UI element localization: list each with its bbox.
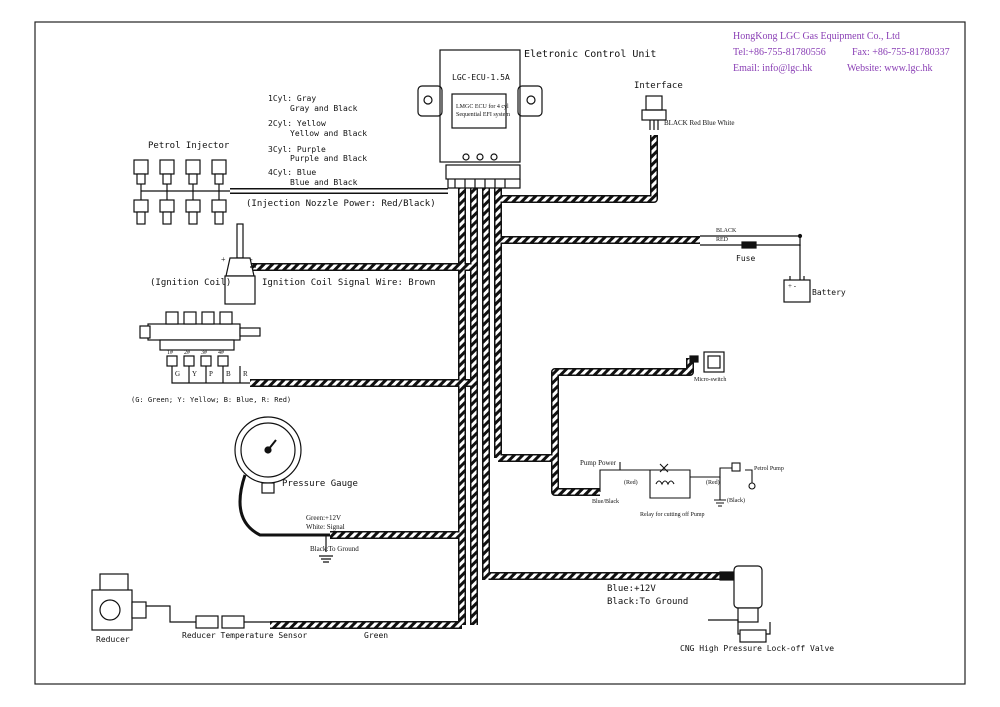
company-name: HongKong LGC Gas Equipment Co., Ltd <box>733 31 900 42</box>
nozzle-2: 2# <box>184 350 190 356</box>
cng-black-wire: Black:To Ground <box>607 597 689 607</box>
nozzle-1: 1# <box>167 350 173 356</box>
battery-label: Battery <box>812 288 846 297</box>
wire-harness <box>230 135 720 629</box>
wire-letter-y: Y <box>192 370 198 378</box>
gauge-black-wire: Black:To Ground <box>310 545 359 553</box>
pump-blue-black-label: Blue/Black <box>592 499 619 505</box>
ecu-sticker-line1: LMGC ECU for 4 cyl <box>456 104 509 110</box>
wire-letter-p: P <box>209 370 213 378</box>
company-email: Email: info@lgc.hk <box>733 63 813 74</box>
cng-valve-label: CNG High Pressure Lock-off Valve <box>680 644 835 653</box>
reducer-label: Reducer <box>96 635 130 644</box>
petrol-injectors <box>133 159 230 225</box>
ignition-plus: + <box>221 255 226 264</box>
interface-connector <box>641 95 667 130</box>
ecu-unit <box>417 49 543 189</box>
injection-power-note: (Injection Nozzle Power: Red/Black) <box>246 199 436 209</box>
pump-relay-label: Relay for cutting off Pump <box>640 512 705 518</box>
cyl4-sub: Blue and Black <box>290 178 358 187</box>
wire-letter-g: G <box>175 370 181 378</box>
reducer-green-wire: Green <box>364 631 389 640</box>
wire-letter-r: R <box>243 370 248 378</box>
company-tel: Tel:+86-755-81780556 <box>733 47 826 58</box>
nozzle-4: 4# <box>218 350 224 356</box>
petrol-pump-label: Petrol Pump <box>754 466 784 472</box>
pump-relay <box>599 462 756 507</box>
cyl2-label: 2Cyl: Yellow <box>268 119 326 128</box>
pump-red-1: (Red) <box>624 480 638 486</box>
micro-switch-label: Micro-switch <box>694 377 727 383</box>
ecu-title: Eletronic Control Unit <box>524 49 657 60</box>
cng-lock-off-valve <box>708 565 771 643</box>
ecu-sticker-line2: Sequential EFI system <box>456 112 510 118</box>
rail-color-legend: (G: Green; Y: Yellow; B: Blue, R: Red) <box>131 396 292 404</box>
ecu-model: LGC-ECU-1.5A <box>452 73 510 82</box>
nozzle-3: 3# <box>201 350 207 356</box>
company-fax: Fax: +86-755-81780337 <box>852 47 950 58</box>
cng-blue-wire: Blue:+12V <box>607 584 656 594</box>
pump-power-label: Pump Power <box>580 459 616 467</box>
gauge-green-wire: Green:+12V <box>306 514 342 522</box>
interface-title: Interface <box>634 81 683 91</box>
micro-switch <box>689 351 725 373</box>
ignition-signal-wire: Ignition Coil Signal Wire: Brown <box>262 278 436 288</box>
cyl1-label: 1Cyl: Gray <box>268 94 317 103</box>
petrol-injector-title: Petrol Injector <box>148 141 230 151</box>
pump-black-label: (Black) <box>727 498 745 504</box>
wire-letter-b: B <box>226 370 231 378</box>
ignition-minus: - <box>250 255 253 264</box>
gas-injector-rail <box>139 311 261 384</box>
pressure-gauge-title: Pressure Gauge <box>282 479 358 489</box>
cyl3-sub: Purple and Black <box>290 154 368 163</box>
reducer <box>91 573 270 631</box>
interface-wires: BLACK Red Blue White <box>664 119 735 127</box>
pump-red-2: (Red) <box>706 480 720 486</box>
cyl2-sub: Yellow and Black <box>290 129 368 138</box>
company-website: Website: www.lgc.hk <box>847 63 933 74</box>
diagram-frame <box>34 21 966 685</box>
pressure-gauge <box>234 416 333 563</box>
battery-circuit <box>700 233 811 303</box>
reducer-sensor-label: Reducer Temperature Sensor <box>182 631 308 640</box>
gauge-white-wire: White: Signal <box>306 523 345 531</box>
battery-terminals: + - <box>788 282 797 290</box>
cyl1-sub: Gray and Black <box>290 104 358 113</box>
ignition-coil-label: (Ignition Coil) <box>150 278 232 288</box>
ignition-coil <box>224 223 256 305</box>
cyl3-label: 3Cyl: Purple <box>268 145 326 154</box>
fuse-label: Fuse <box>736 254 756 263</box>
battery-black-wire: BLACK <box>716 228 737 234</box>
cyl4-label: 4Cyl: Blue <box>268 168 317 177</box>
battery-red-wire: RED <box>716 237 728 243</box>
